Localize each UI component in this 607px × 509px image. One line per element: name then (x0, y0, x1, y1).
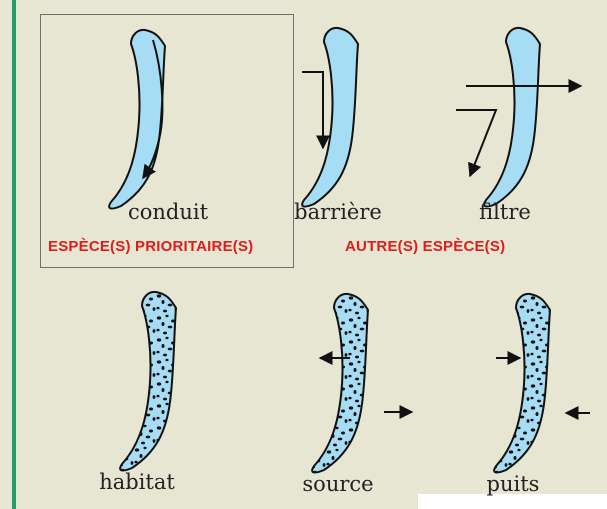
label-habitat: habitat (67, 470, 207, 494)
shape-source (312, 294, 368, 473)
label-puits: puits (443, 472, 583, 496)
label-conduit: conduit (98, 200, 238, 224)
arrow-barriere (302, 72, 323, 148)
shape-barriere (302, 28, 358, 207)
shape-puits (494, 294, 550, 473)
caption-other-species: AUTRE(S) ESPÈCE(S) (345, 238, 505, 255)
caption-priority-species: ESPÈCE(S) PRIORITAIRE(S) (48, 238, 253, 255)
label-barriere: barrière (268, 200, 408, 224)
shape-habitat (120, 292, 176, 471)
arrow-filtre-blocked (456, 110, 496, 176)
label-filtre: filtre (435, 200, 575, 224)
label-source: source (268, 472, 408, 496)
